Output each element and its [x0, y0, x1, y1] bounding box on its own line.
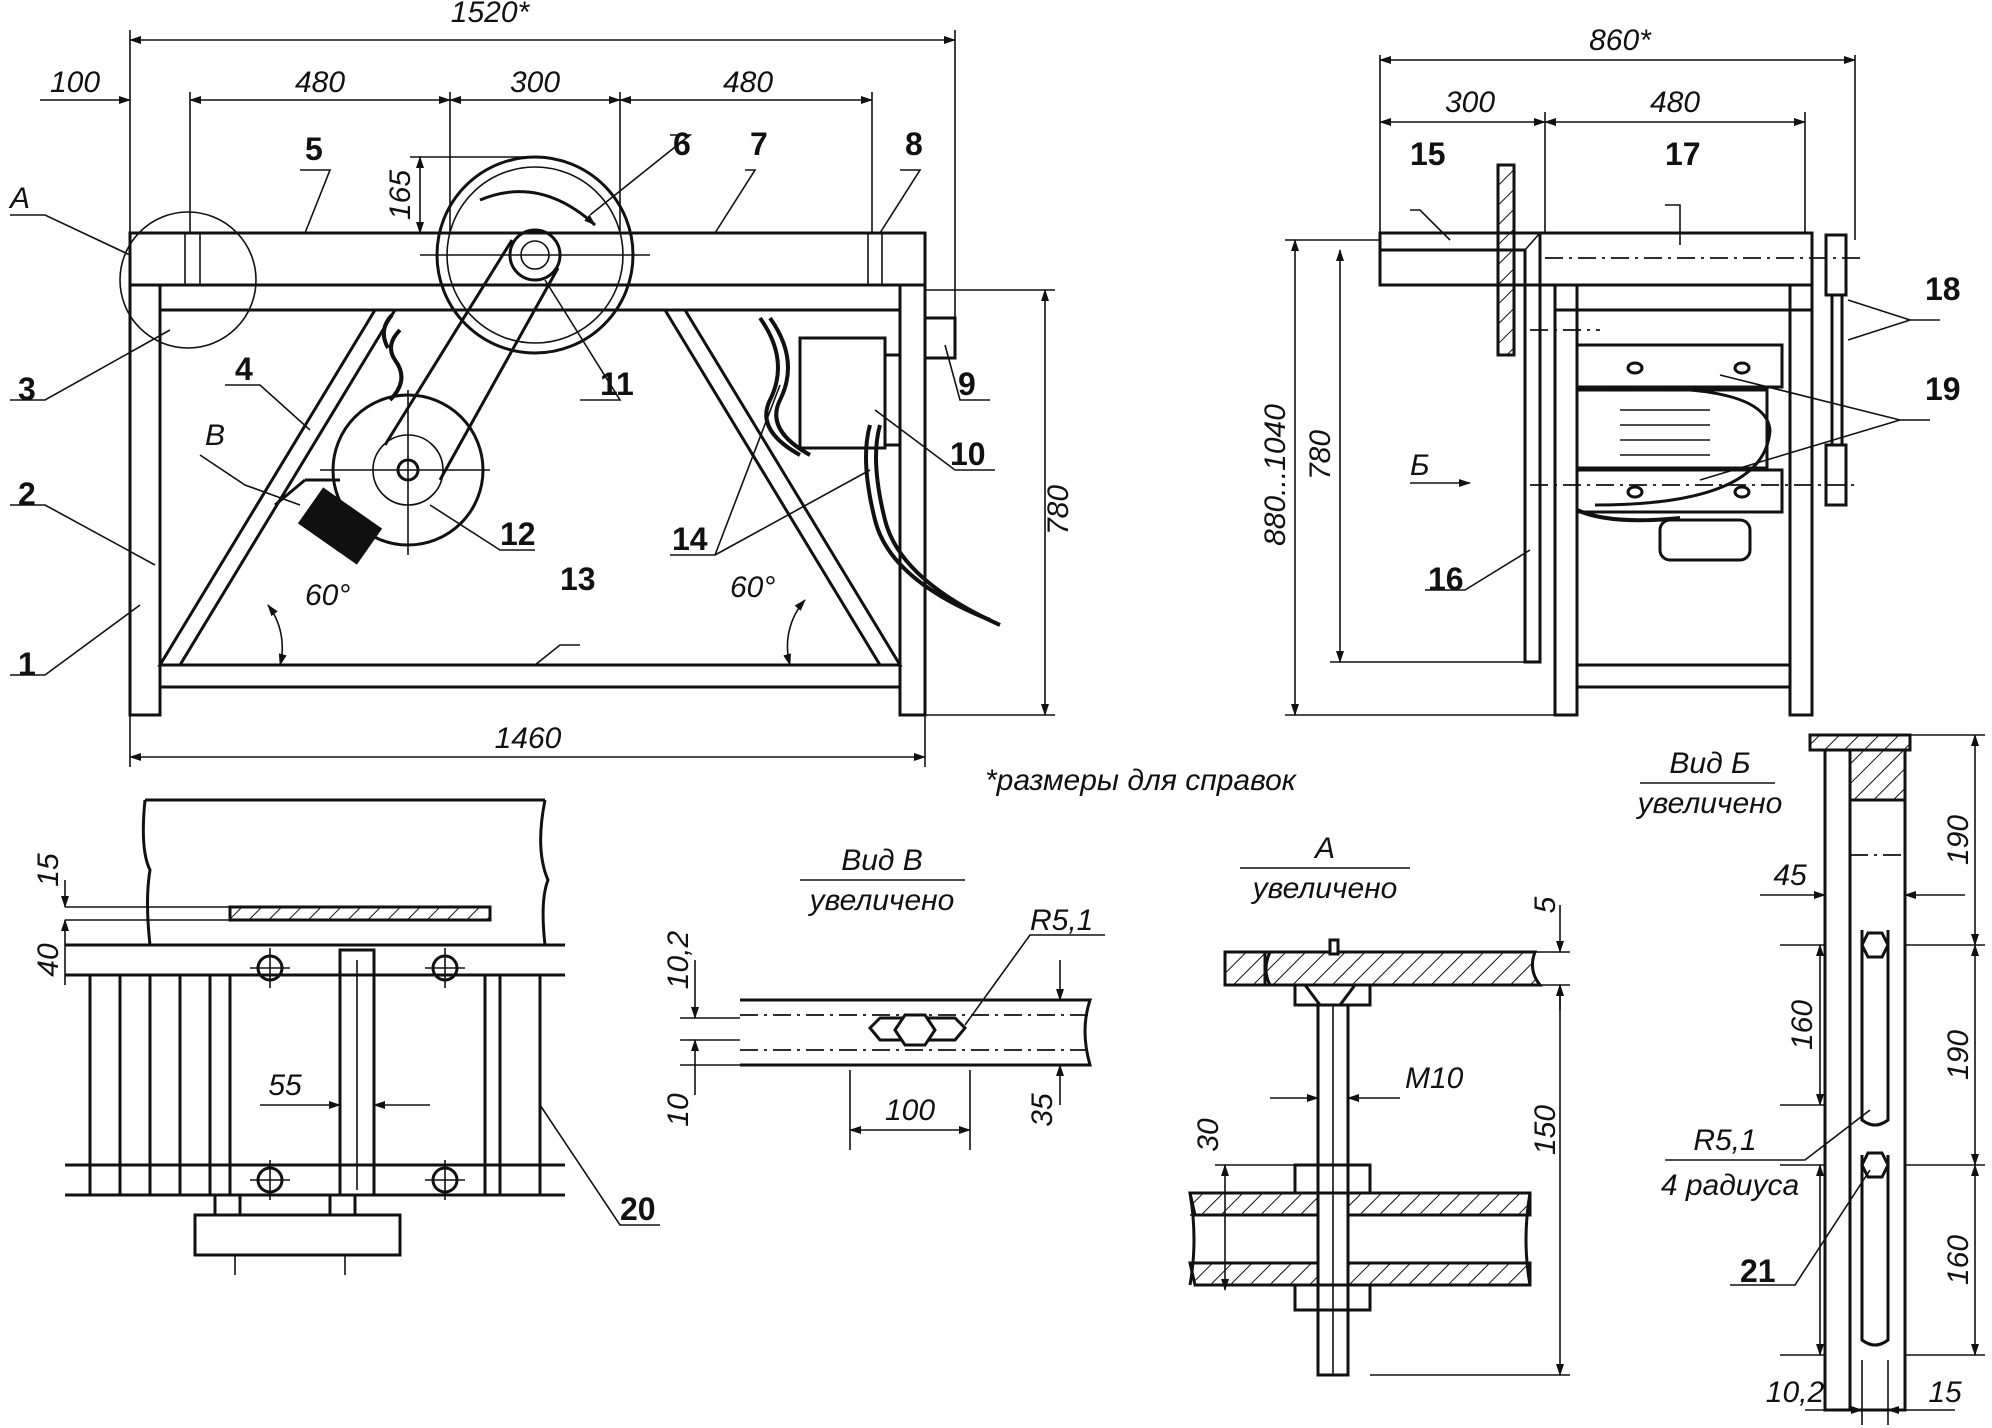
- side-table-top: [1378, 231, 1814, 287]
- dim-v-10: 10: [662, 1093, 695, 1127]
- part-6: 6: [673, 126, 691, 162]
- dim-b-160-bottom: 160: [1942, 1235, 1975, 1285]
- side-leg-right: [1788, 283, 1814, 717]
- dim-top-55: 55: [268, 1069, 302, 1102]
- part-15: 15: [1410, 136, 1446, 172]
- slot-v: [867, 1016, 968, 1042]
- view-v-title: Вид В: [841, 844, 923, 877]
- dim-860: 860*: [1589, 24, 1652, 57]
- fence: [1378, 231, 1542, 664]
- part-3: 3: [18, 371, 36, 407]
- top-rail: [158, 283, 902, 312]
- switch-box: [798, 336, 887, 450]
- part-13: 13: [560, 561, 596, 597]
- front-view: [10, 30, 1055, 767]
- angle-right: 60°: [730, 571, 775, 604]
- detail-a-circle: [119, 211, 257, 349]
- hex-bolt-v: [893, 1013, 937, 1047]
- dim-a-30: 30: [1192, 1118, 1225, 1152]
- view-b-title: Вид Б: [1669, 747, 1750, 780]
- dim-side-780: 780: [1304, 430, 1337, 480]
- part-5: 5: [305, 131, 323, 167]
- brace-right: [662, 308, 903, 667]
- dim-165: 165: [384, 170, 417, 220]
- part-11: 11: [600, 366, 634, 402]
- dim-a-150: 150: [1529, 1105, 1562, 1155]
- table-section: [1263, 950, 1544, 987]
- part-17: 17: [1665, 136, 1701, 172]
- side-view: [1285, 55, 1940, 717]
- brace-left: [157, 308, 398, 667]
- dim-a-5: 5: [1529, 896, 1562, 913]
- part-20: 20: [620, 1191, 656, 1227]
- view-b: [1640, 733, 1985, 1425]
- dim-b-45: 45: [1773, 859, 1807, 892]
- letter-b: Б: [1410, 449, 1430, 482]
- dim-b-15: 15: [1928, 1376, 1962, 1409]
- view-b-subtitle: увеличено: [1636, 787, 1783, 820]
- letter-a: А: [8, 182, 30, 215]
- bottom-rail: [158, 663, 902, 689]
- dim-overall-1520: 1520*: [451, 0, 531, 29]
- dim-b-10-2: 10,2: [1766, 1376, 1825, 1409]
- blade-edge: [1496, 163, 1516, 357]
- leg-left: [128, 283, 162, 717]
- part-8: 8: [905, 126, 923, 162]
- dim-a-m10: M10: [1405, 1062, 1464, 1095]
- angle-left: 60°: [305, 579, 350, 612]
- part-14: 14: [672, 521, 708, 557]
- letter-v: В: [205, 419, 225, 452]
- dim-b-160-left: 160: [1786, 1000, 1819, 1050]
- top-view: [61, 798, 660, 1275]
- dim-v-100: 100: [885, 1094, 935, 1127]
- dim-880-1040: 880...1040: [1259, 404, 1292, 546]
- part-7: 7: [750, 126, 768, 162]
- dim-v-35: 35: [1026, 1093, 1059, 1127]
- detail-a: [1188, 867, 1570, 1377]
- view-v: [680, 879, 1105, 1150]
- bracket-strip: [1823, 748, 1852, 1412]
- dim-v-radius: R5,1: [1030, 904, 1093, 937]
- part-21: 21: [1740, 1253, 1776, 1289]
- dim-480-right: 480: [723, 66, 773, 99]
- part-12: 12: [500, 516, 536, 552]
- side-leg-left: [1553, 283, 1579, 717]
- detail-a-title: А: [1313, 832, 1335, 865]
- view-v-subtitle: увеличено: [808, 884, 955, 917]
- detail-a-subtitle: увеличено: [1251, 872, 1398, 905]
- dim-480-left: 480: [295, 66, 345, 99]
- dim-side-480: 480: [1650, 86, 1700, 119]
- part-18: 18: [1925, 271, 1961, 307]
- dim-100: 100: [50, 66, 100, 99]
- part-19: 19: [1925, 371, 1961, 407]
- part-1: 1: [18, 646, 36, 682]
- dim-b-radius-note: 4 радиуса: [1661, 1169, 1799, 1202]
- dim-b-190-mid: 190: [1942, 1030, 1975, 1080]
- dim-v-10-2: 10,2: [662, 930, 695, 989]
- dim-b-190-top: 190: [1942, 815, 1975, 865]
- dim-top-15: 15: [32, 853, 65, 887]
- part-16: 16: [1428, 561, 1464, 597]
- dim-side-300: 300: [1445, 86, 1495, 119]
- part-2: 2: [18, 476, 36, 512]
- dim-1460: 1460: [495, 722, 562, 755]
- part-4: 4: [235, 351, 253, 387]
- dim-780: 780: [1042, 485, 1075, 535]
- leg-right: [898, 283, 927, 717]
- part-9: 9: [958, 366, 976, 402]
- part-10: 10: [950, 436, 986, 472]
- table-top: [128, 231, 927, 287]
- dim-b-radius: R5,1: [1693, 1124, 1756, 1157]
- switch-9: [923, 316, 957, 360]
- dim-300: 300: [510, 66, 560, 99]
- blade-slot: [228, 905, 492, 922]
- dim-top-40: 40: [32, 943, 65, 977]
- reference-note: *размеры для справок: [985, 764, 1298, 797]
